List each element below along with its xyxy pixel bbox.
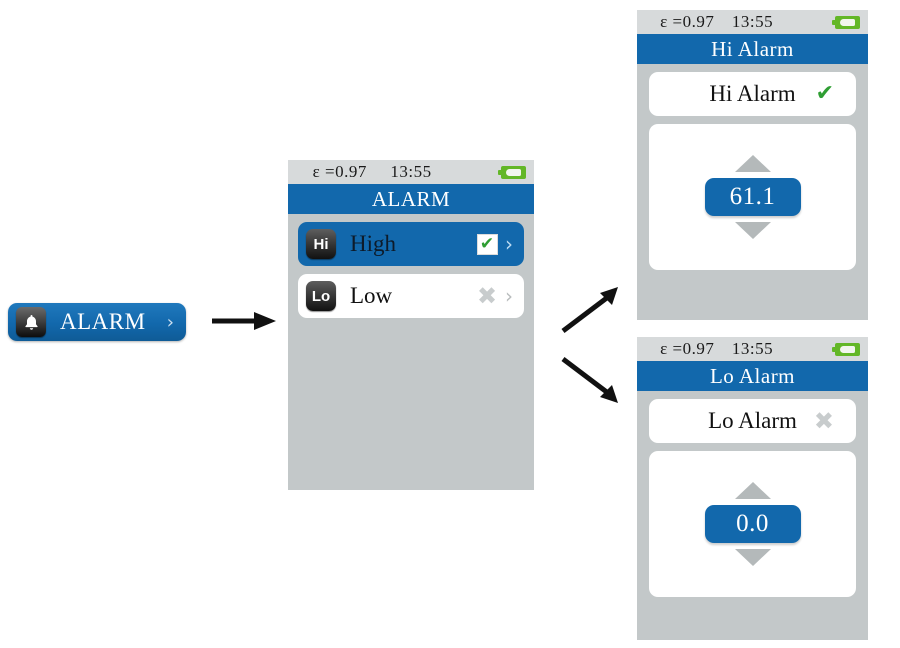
lo-alarm-value-panel: 0.0 — [649, 451, 856, 597]
lo-alarm-toggle-row[interactable]: Lo Alarm ✖ — [649, 399, 856, 443]
hi-alarm-value-panel: 61.1 — [649, 124, 856, 270]
alarm-entry-label: ALARM — [60, 309, 146, 334]
hi-alarm-value[interactable]: 61.1 — [704, 178, 801, 216]
list-item-high-alarm[interactable]: Hi High ✔ › — [298, 222, 524, 266]
list-item-low-alarm[interactable]: Lo Low ✖ › — [298, 274, 524, 318]
cross-icon: ✖ — [813, 407, 834, 435]
chevron-right-icon: › — [505, 232, 513, 256]
decrement-arrow-icon[interactable] — [734, 222, 771, 239]
high-alarm-enabled-checkbox[interactable]: ✔ — [474, 233, 500, 255]
arrow-to-alarm-menu — [212, 312, 276, 330]
lo-badge-icon: Lo — [306, 281, 336, 311]
clock-time: 13:55 — [390, 162, 432, 181]
check-icon: ✔ — [815, 81, 834, 106]
alarm-menu-list: Hi High ✔ › Lo Low ✖ › — [288, 214, 534, 318]
clock-time: 13:55 — [731, 12, 774, 31]
emissivity-value: ε =0.97 — [312, 162, 367, 181]
status-bar: ε =0.97 13:55 — [637, 10, 868, 34]
lo-alarm-toggle-content: Lo Alarm ✖ — [649, 399, 856, 443]
bell-icon — [16, 307, 46, 337]
hi-alarm-row-label: Hi Alarm — [709, 81, 796, 106]
hi-alarm-toggle-row[interactable]: Hi Alarm ✔ — [649, 72, 856, 116]
hi-badge-icon: Hi — [306, 229, 336, 259]
hi-alarm-spinner: 61.1 — [649, 124, 856, 270]
lo-alarm-row-label: Lo Alarm — [708, 408, 797, 433]
screen-hi-alarm: ε =0.97 13:55 Hi Alarm Hi Alarm ✔ 61.1 — [637, 10, 868, 320]
chevron-right-icon: › — [505, 284, 513, 308]
chevron-right-icon: › — [166, 311, 174, 333]
increment-arrow-icon[interactable] — [734, 155, 771, 172]
battery-icon — [498, 165, 526, 179]
arrow-to-hi-alarm — [561, 287, 618, 333]
screen-title-lo-alarm: Lo Alarm — [637, 361, 868, 391]
decrement-arrow-icon[interactable] — [734, 549, 771, 566]
hi-alarm-toggle-content: Hi Alarm ✔ — [649, 72, 856, 116]
cross-icon: ✖ — [476, 282, 498, 310]
status-bar: ε =0.97 13:55 — [288, 160, 534, 184]
battery-icon — [832, 15, 860, 29]
arrow-to-lo-alarm — [561, 357, 618, 403]
lo-alarm-spinner: 0.0 — [649, 451, 856, 597]
screen-title-hi-alarm: Hi Alarm — [637, 34, 868, 64]
clock-time: 13:55 — [731, 339, 774, 358]
status-bar: ε =0.97 13:55 — [637, 337, 868, 361]
screen-lo-alarm: ε =0.97 13:55 Lo Alarm Lo Alarm ✖ 0.0 — [637, 337, 868, 640]
screen-title-alarm-menu: ALARM — [288, 184, 534, 214]
low-alarm-disabled-indicator[interactable]: ✖ — [474, 284, 500, 308]
lo-alarm-value[interactable]: 0.0 — [704, 505, 801, 543]
check-icon: ✔ — [476, 233, 498, 255]
battery-icon — [832, 342, 860, 356]
emissivity-value: ε =0.97 — [660, 12, 715, 31]
emissivity-value: ε =0.97 — [660, 339, 715, 358]
alarm-entry-button[interactable]: ALARM › — [8, 303, 186, 341]
list-item-label: High — [350, 231, 396, 256]
screen-alarm-menu: ε =0.97 13:55 ALARM Hi High ✔ › Lo Low ✖… — [288, 160, 534, 490]
list-item-label: Low — [350, 283, 393, 308]
increment-arrow-icon[interactable] — [734, 482, 771, 499]
